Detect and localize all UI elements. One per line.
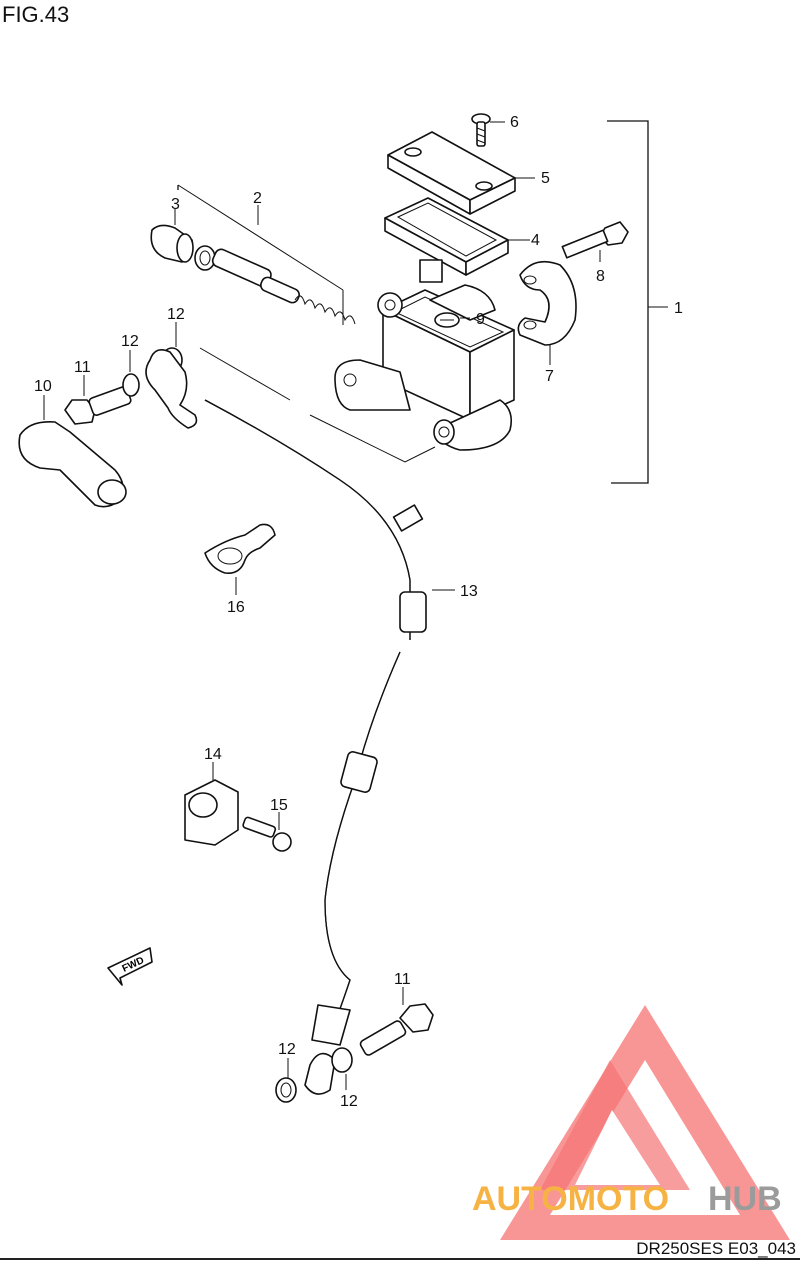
fwd-arrow-icon: FWD bbox=[107, 947, 153, 986]
banjo-cover bbox=[18, 395, 127, 508]
hose-guide bbox=[184, 762, 239, 846]
assembly-bracket bbox=[607, 120, 649, 484]
kit-bracket-line bbox=[177, 184, 344, 291]
ref-line-b bbox=[309, 414, 436, 463]
brake-hose bbox=[204, 399, 455, 1103]
callout-1: 1 bbox=[674, 300, 683, 317]
callout-11-lower: 11 bbox=[394, 971, 411, 988]
upper-banjo-assembly bbox=[64, 322, 198, 429]
clamp-bolt bbox=[561, 221, 629, 262]
watermark-text-secondary: HUB bbox=[708, 1180, 782, 1218]
callout-9: 9 bbox=[476, 311, 485, 328]
callout-12-lower-left: 12 bbox=[278, 1041, 296, 1058]
piston-kit bbox=[150, 208, 356, 325]
callout-12-upper-left: 12 bbox=[121, 333, 139, 350]
callout-10: 10 bbox=[34, 378, 52, 395]
lever-clamp bbox=[517, 260, 577, 365]
callout-8: 8 bbox=[596, 268, 605, 285]
callout-2: 2 bbox=[253, 190, 262, 207]
callout-12-lower-right: 12 bbox=[340, 1093, 358, 1110]
callout-16: 16 bbox=[227, 599, 245, 616]
body-screw bbox=[434, 312, 470, 328]
reservoir-screw bbox=[471, 113, 505, 147]
diagram-code: DR250SES E03_043 bbox=[636, 1239, 796, 1258]
master-cylinder-body bbox=[334, 284, 515, 451]
watermark-logo: AUTOMOTO HUB bbox=[472, 1005, 790, 1240]
hose-clamp bbox=[204, 523, 276, 595]
guide-screw bbox=[242, 812, 292, 852]
ref-line-a bbox=[199, 347, 291, 401]
reservoir-cap bbox=[387, 131, 535, 215]
callout-15: 15 bbox=[270, 797, 288, 814]
callout-5: 5 bbox=[541, 170, 550, 187]
callout-3: 3 bbox=[171, 196, 180, 213]
reservoir-plate bbox=[384, 197, 530, 283]
figure-title: FIG.43 bbox=[2, 2, 70, 27]
callout-12-upper-right: 12 bbox=[167, 306, 185, 323]
callout-13: 13 bbox=[460, 583, 478, 600]
callout-6: 6 bbox=[510, 114, 519, 131]
callout-14: 14 bbox=[204, 746, 222, 763]
callout-11-upper: 11 bbox=[74, 359, 91, 376]
watermark-text-primary: AUTOMOTO bbox=[472, 1180, 669, 1218]
lower-banjo-bolt bbox=[359, 987, 434, 1056]
callout-7: 7 bbox=[545, 368, 554, 385]
callout-4: 4 bbox=[531, 232, 540, 249]
bottom-rule bbox=[0, 1258, 800, 1260]
